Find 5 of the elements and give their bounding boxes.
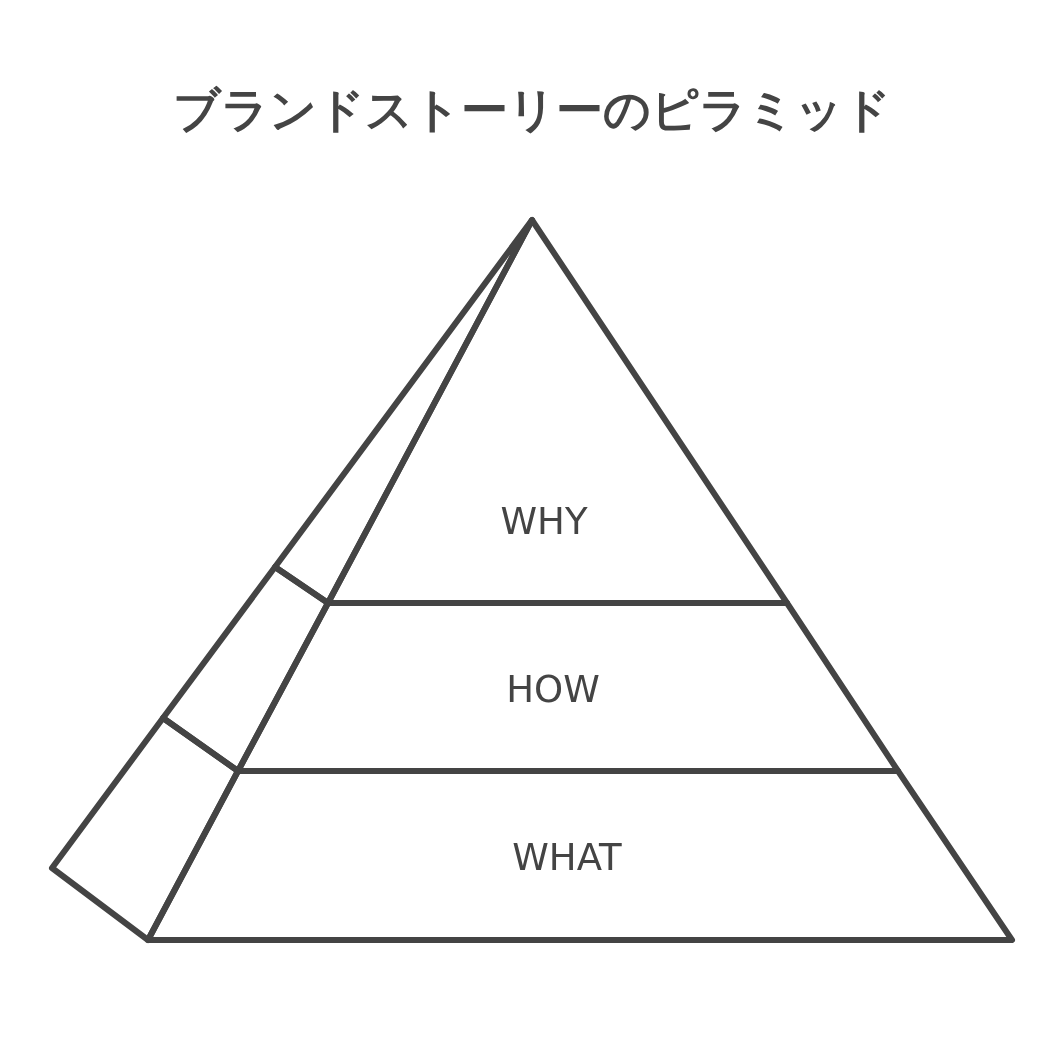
side-face xyxy=(48,714,242,944)
tier-label: WHAT xyxy=(512,838,622,876)
tier-label: WHY xyxy=(500,502,588,540)
title: ブランドストーリーのピラミッド xyxy=(173,84,891,136)
tier-label: HOW xyxy=(506,670,600,708)
